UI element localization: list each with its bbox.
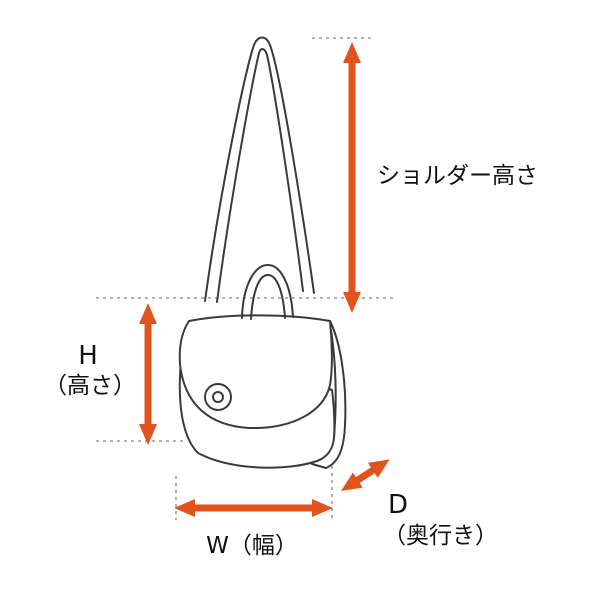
- height-arrow: [139, 303, 157, 445]
- height-label-letter: H: [78, 341, 98, 371]
- bag-clasp: [204, 383, 232, 411]
- bag-flap: [178, 314, 333, 430]
- bag-shoulder-strap: [204, 36, 315, 303]
- bag-illustration: [178, 36, 347, 469]
- width-arrow: [174, 499, 333, 517]
- height-label-caption: （高さ）: [44, 373, 136, 399]
- depth-arrow: [341, 459, 390, 491]
- width-label: W（幅）: [206, 533, 298, 559]
- depth-label-letter: D: [388, 490, 408, 520]
- shoulder-height-label: ショルダー高さ: [377, 163, 538, 189]
- depth-label-caption: （奥行き）: [383, 523, 498, 549]
- bag-handle: [241, 264, 294, 320]
- shoulder-height-arrow: [343, 42, 361, 313]
